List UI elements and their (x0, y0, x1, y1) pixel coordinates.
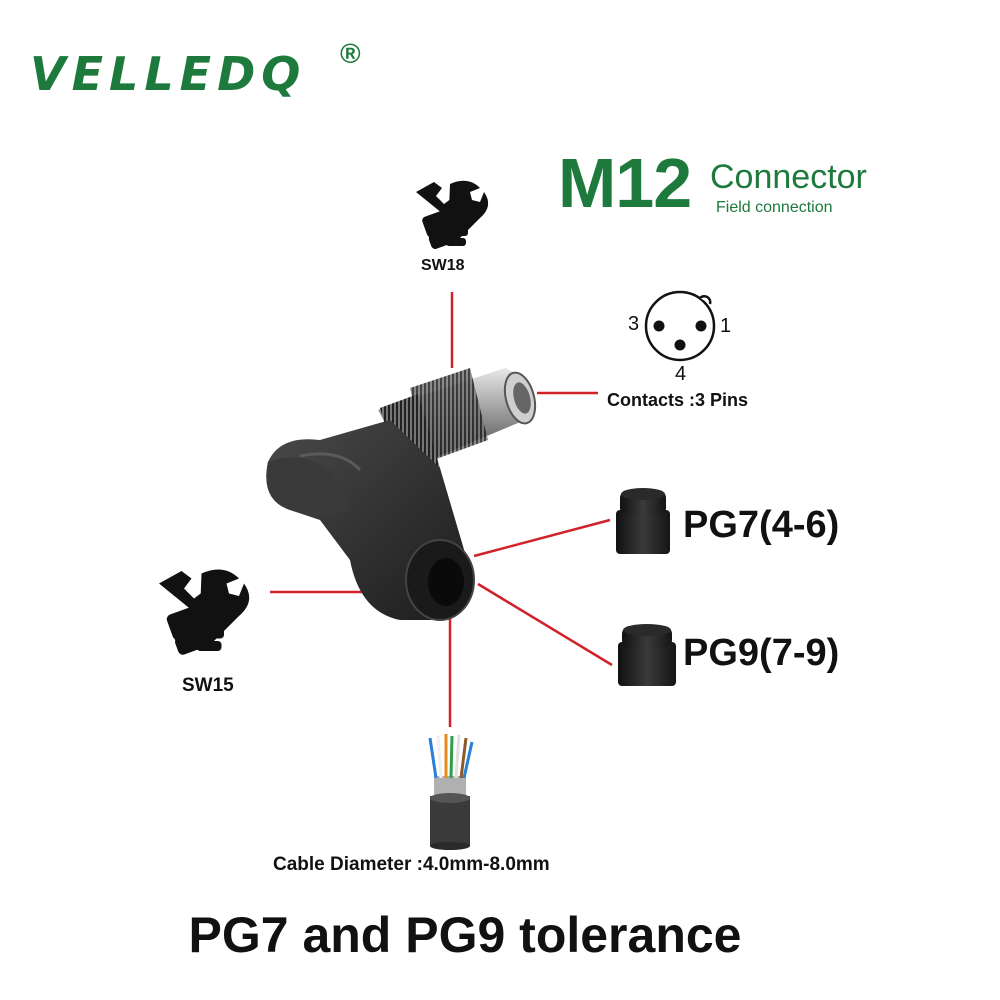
cable-gland-icon (616, 488, 670, 554)
registered-mark: ® (340, 38, 361, 69)
pin-1 (695, 320, 707, 332)
product-title: M12 (558, 144, 692, 222)
brand-logo-text: VELLEDQ (30, 47, 306, 100)
wrench-hand-icon (159, 569, 250, 655)
pin-4 (674, 339, 686, 351)
cable-gland-icon (618, 624, 676, 686)
cable-icon (428, 734, 474, 850)
footer-text: PG7 and PG9 tolerance (188, 907, 742, 963)
leader-line-pg7 (473, 518, 611, 558)
brand-logo: VELLEDQ (30, 47, 306, 100)
wrench-size-left: SW15 (182, 675, 234, 696)
pin-3 (653, 320, 665, 332)
gland-label-pg9: PG9(7-9) (683, 632, 840, 674)
m12-connector-image (266, 368, 537, 621)
pin-label-3: 3 (628, 313, 640, 335)
leader-line-pg9 (477, 582, 613, 667)
contacts-caption: Contacts :3 Pins (607, 390, 749, 410)
product-caption: Field connection (716, 199, 833, 216)
wrench-size-top: SW18 (421, 257, 465, 274)
leader-lines (270, 292, 613, 727)
cable-caption: Cable Diameter :4.0mm-8.0mm (273, 854, 550, 875)
pin-label-1: 1 (720, 315, 732, 337)
pin-label-4: 4 (675, 363, 687, 385)
product-subtitle: Connector (710, 158, 867, 196)
pinout-diagram (644, 290, 716, 362)
gland-label-pg7: PG7(4-6) (683, 504, 840, 546)
wrench-hand-icon (416, 180, 489, 249)
